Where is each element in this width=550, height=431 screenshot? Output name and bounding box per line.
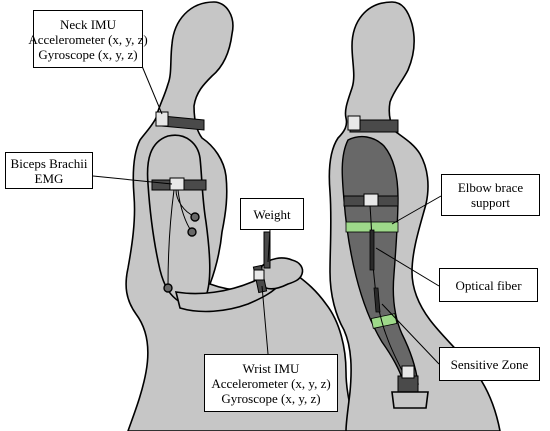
fiber-connector-upper [369, 229, 375, 271]
wrist-imu-callout: Wrist IMU Accelerometer (x, y, z) Gyrosc… [204, 354, 338, 412]
leader-wrist [261, 285, 269, 355]
neck-imu-title: Neck IMU [60, 16, 116, 32]
optical-fiber-label: Optical fiber [455, 277, 522, 293]
wrist-imu-gyroscope: Gyroscope (x, y, z) [221, 390, 321, 406]
sensitive-zone-label: Sensitive Zone [450, 356, 529, 372]
right-upper-box [363, 193, 379, 207]
left-mannequin [125, 1, 357, 431]
leader-biceps [92, 175, 173, 185]
elbow-brace-line1: Elbow brace [457, 180, 524, 195]
wrist-imu-title: Wrist IMU [242, 360, 300, 376]
leader-lines [92, 65, 442, 365]
emg-electrode-1 [190, 212, 200, 222]
left-neck-imu-box [155, 111, 169, 127]
leader-neck [141, 65, 163, 115]
leader-weight [267, 229, 271, 263]
neck-imu-accelerometer: Accelerometer (x, y, z) [28, 31, 148, 47]
elbow-brace-callout: Elbow brace support [441, 174, 540, 216]
biceps-emg-title: Biceps Brachii [10, 155, 88, 171]
right-hand [391, 391, 429, 409]
leader-fiber [375, 247, 440, 287]
biceps-emg-sensor: EMG [34, 170, 64, 186]
right-wrist-imu-box [401, 365, 415, 379]
right-mannequin [328, 1, 501, 431]
leader-elbow [391, 195, 442, 225]
leader-zone [381, 303, 440, 365]
neck-imu-gyroscope: Gyroscope (x, y, z) [38, 46, 138, 62]
left-emg-box [169, 177, 185, 191]
emg-electrode-2 [187, 227, 197, 237]
fiber-sensitive-segment [373, 287, 381, 313]
weight-callout: Weight [240, 198, 304, 230]
emg-electrode-3 [163, 283, 173, 293]
left-wrist-imu-box [253, 269, 265, 281]
weight-label: Weight [253, 206, 291, 222]
sensitive-zone-callout: Sensitive Zone [439, 347, 540, 381]
optical-fiber-callout: Optical fiber [439, 268, 538, 302]
right-neck-imu-box [347, 115, 361, 131]
neck-imu-callout: Neck IMU Accelerometer (x, y, z) Gyrosco… [28, 10, 148, 68]
elbow-brace-line2: support [471, 195, 510, 210]
biceps-emg-callout: Biceps Brachii EMG [5, 152, 93, 189]
wrist-imu-accelerometer: Accelerometer (x, y, z) [211, 375, 331, 391]
